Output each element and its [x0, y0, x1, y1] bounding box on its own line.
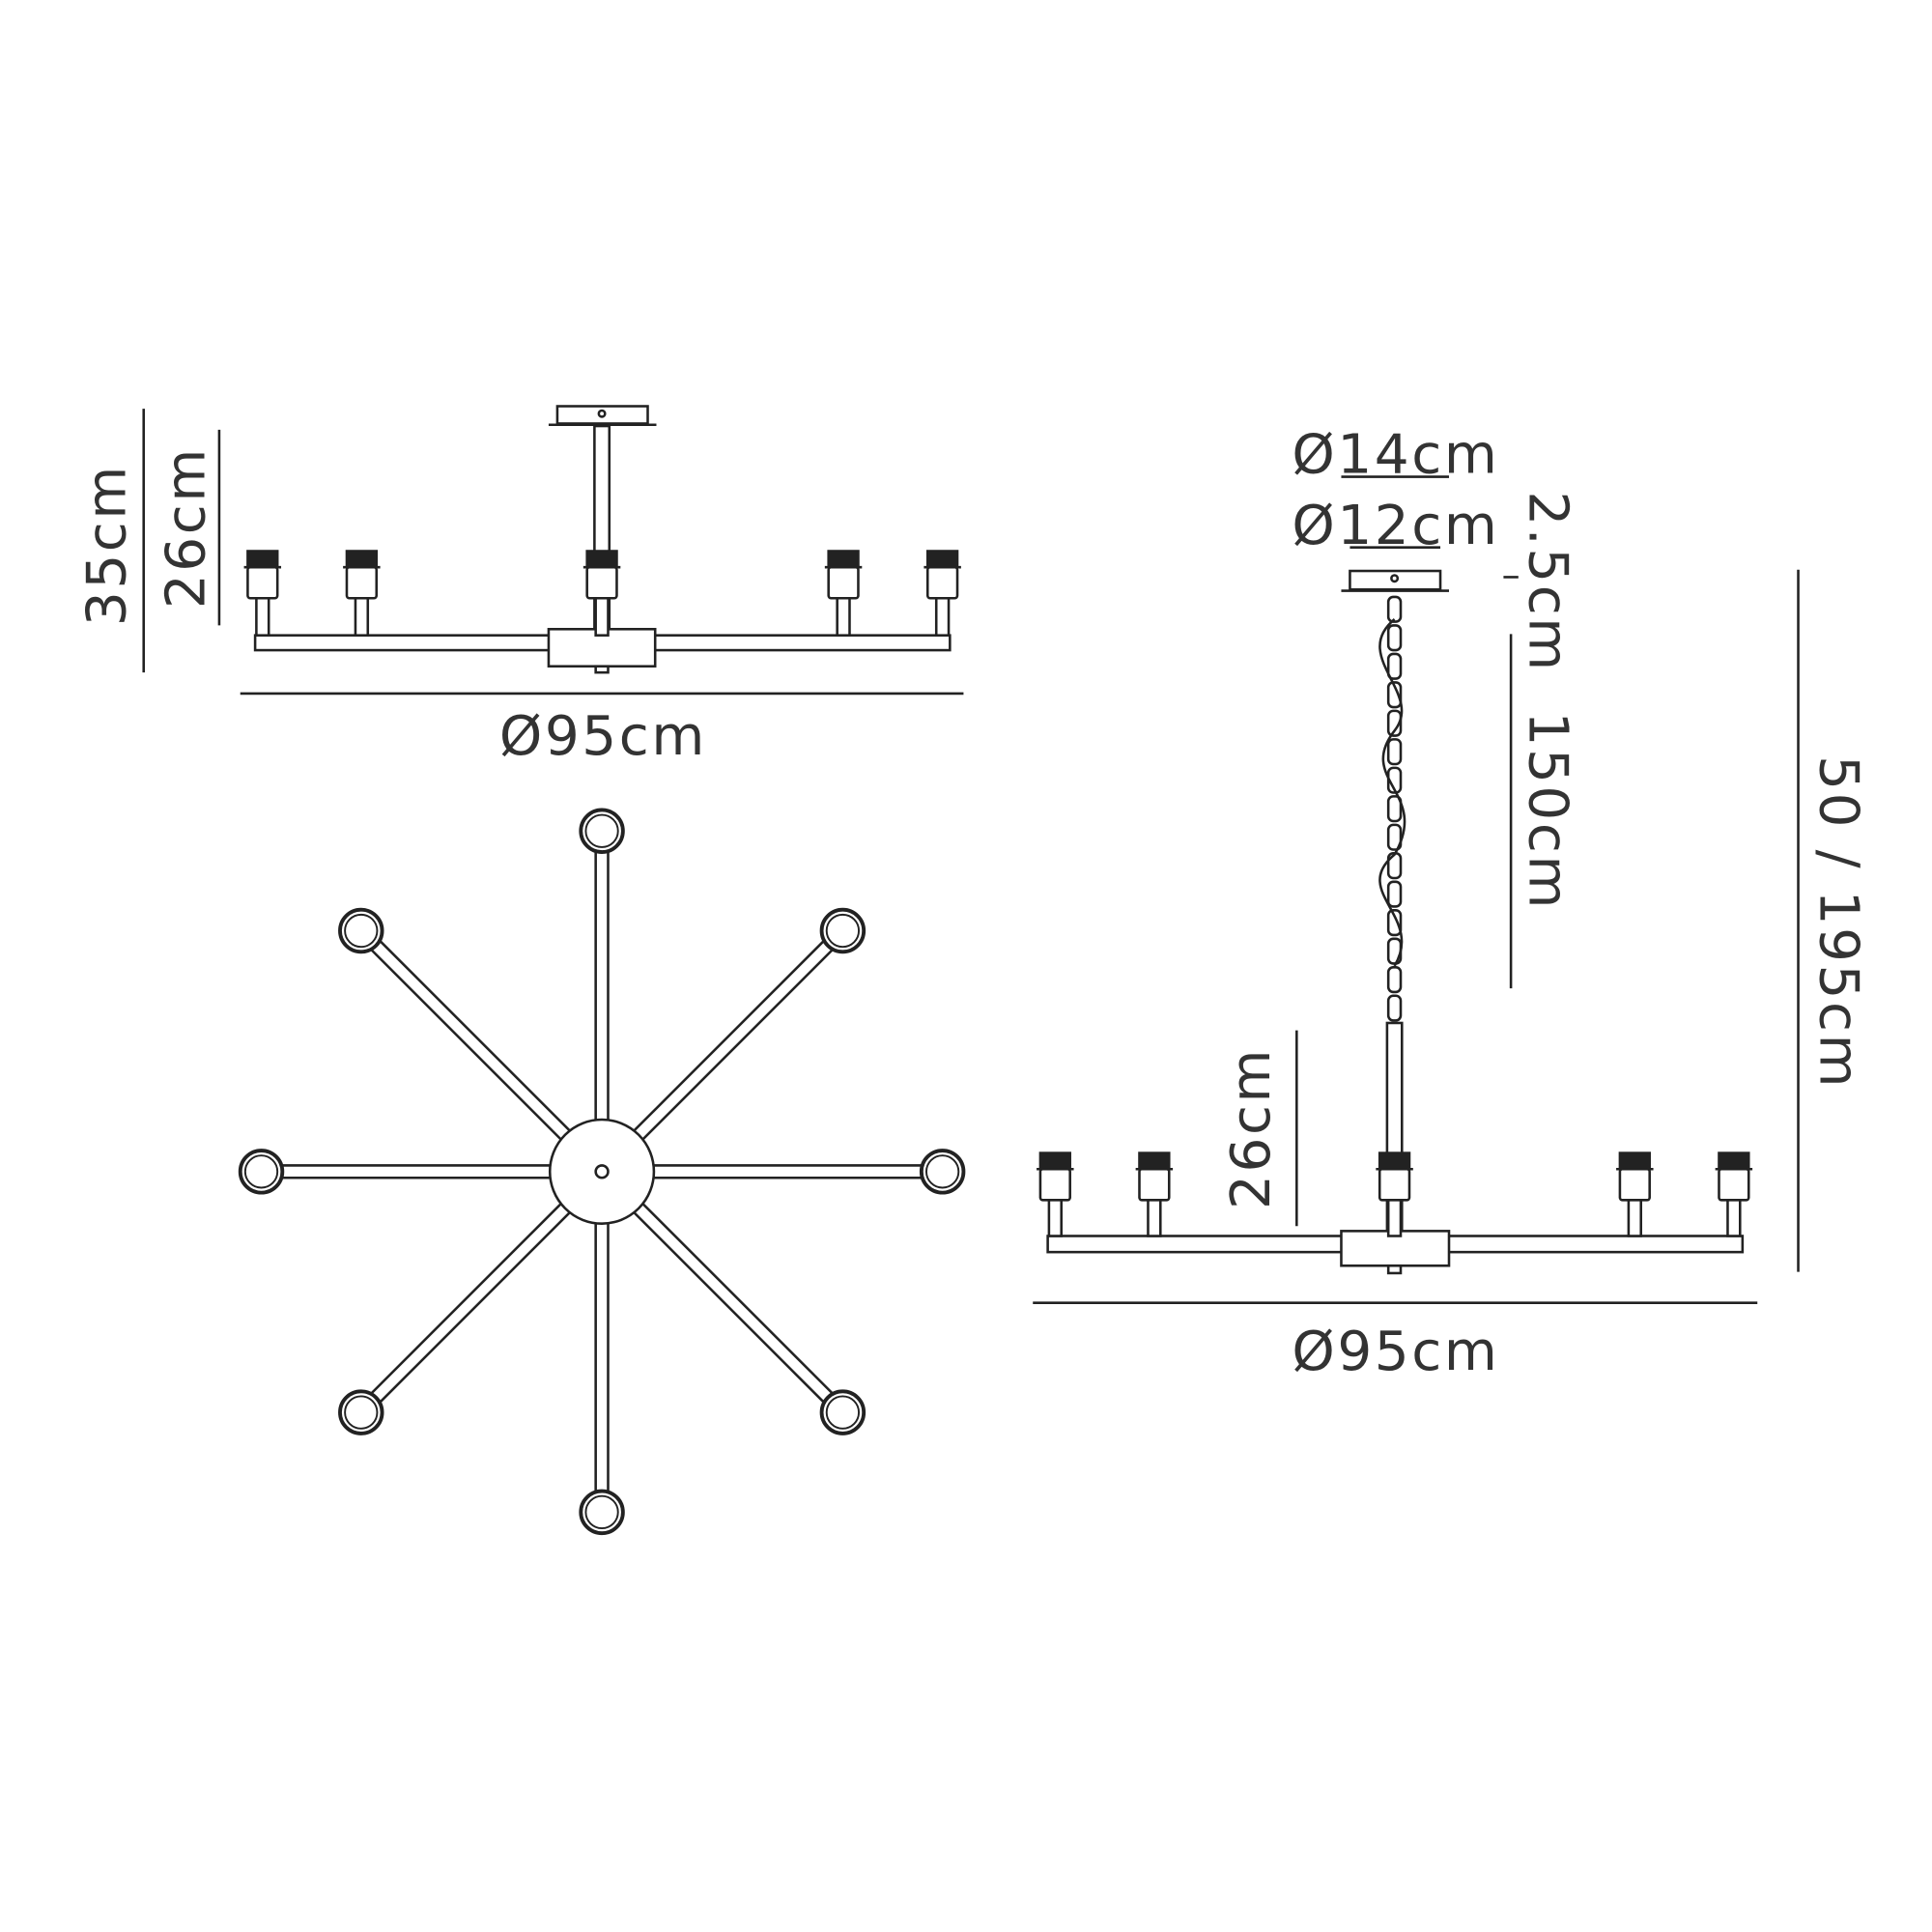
holder-stem	[1627, 1197, 1642, 1237]
lamp-end-inner	[243, 1154, 279, 1189]
top-view	[238, 808, 966, 1536]
holder-stem	[934, 595, 951, 637]
arm	[596, 907, 867, 1178]
lamp-holder	[1616, 1151, 1654, 1237]
holder-body	[345, 565, 379, 600]
chain-link	[1386, 909, 1403, 937]
label-diameter: Ø95cm	[499, 705, 707, 768]
arm	[579, 1171, 625, 1536]
chain-link	[1386, 823, 1403, 851]
holder-cap	[1038, 1151, 1071, 1170]
lamp-end	[338, 1389, 384, 1435]
lamp-end-inner	[825, 913, 861, 949]
lamp-end	[819, 907, 867, 954]
label-canopy-inner-diameter: Ø12cm	[1292, 495, 1499, 557]
holder-body	[1138, 1167, 1171, 1202]
label-body-height: 26cm	[1220, 1047, 1283, 1209]
chain-link	[1386, 880, 1403, 908]
holder-stem	[354, 595, 370, 637]
holder-cap	[1718, 1151, 1750, 1170]
holder-stem	[1386, 1197, 1403, 1237]
holder-cap	[827, 550, 860, 568]
label-diameter: Ø95cm	[1292, 1321, 1499, 1383]
lamp-holder	[923, 550, 961, 637]
label-body-height: 26cm	[156, 446, 218, 609]
lamp-end-inner	[344, 1395, 379, 1430]
lamp-holder	[1715, 1151, 1753, 1237]
lamp-end	[819, 1389, 867, 1435]
chain-link	[1386, 795, 1403, 823]
arm	[338, 1166, 608, 1435]
center-hole	[594, 1164, 610, 1179]
holder-body	[1038, 1167, 1071, 1202]
holder-body	[827, 565, 860, 600]
holder-stem	[836, 595, 851, 637]
lamp-holder	[1135, 1151, 1174, 1237]
lamp-end-inner	[925, 1154, 960, 1189]
cable	[1378, 618, 1406, 967]
holder-body	[585, 565, 618, 600]
chain-link	[1386, 994, 1403, 1022]
lamp-end-inner	[825, 1395, 861, 1430]
holder-cap	[1618, 1151, 1651, 1170]
holder-stem	[1047, 1197, 1063, 1237]
label-total-height: 35cm	[75, 464, 138, 626]
lamp-end	[579, 1489, 625, 1536]
holder-body	[925, 565, 959, 600]
holder-cap	[925, 550, 959, 568]
chain-link	[1386, 652, 1403, 680]
arm	[602, 1149, 966, 1195]
label-overall-height: 50 / 195cm	[1807, 755, 1870, 1090]
lamp-holder	[243, 550, 282, 637]
hub-pin	[1386, 1264, 1403, 1275]
lamp-end	[919, 1149, 966, 1195]
holder-stem	[1726, 1197, 1742, 1237]
plate-screw	[597, 409, 607, 418]
holder-cap	[345, 550, 379, 568]
hub-pin	[594, 665, 610, 674]
holder-cap	[585, 550, 618, 568]
flush-side-view: 35cm 26cm Ø95cm	[75, 405, 964, 768]
lamp-end-inner	[344, 913, 379, 949]
chain-link	[1386, 624, 1403, 652]
holder-cap	[1138, 1151, 1171, 1170]
label-chain-length: 150cm	[1516, 712, 1578, 911]
lamp-end	[579, 808, 625, 854]
lamp-end	[238, 1149, 285, 1195]
lamp-holder	[582, 550, 621, 637]
chain-link	[1386, 966, 1403, 994]
chain-link	[1386, 709, 1403, 737]
lamp-holder	[343, 550, 381, 637]
holder-body	[246, 565, 279, 600]
chain	[1386, 595, 1403, 1022]
ceiling-plate	[555, 405, 649, 425]
arm	[238, 1149, 603, 1195]
holder-body	[1718, 1167, 1750, 1202]
holder-body	[1618, 1167, 1651, 1202]
label-canopy-outer-diameter: Ø14cm	[1292, 424, 1499, 487]
chain-link	[1386, 595, 1403, 623]
lamp-holder	[824, 550, 863, 637]
chain-link	[1386, 738, 1403, 766]
holder-cap	[246, 550, 279, 568]
lamp-holder	[1376, 1151, 1413, 1237]
chain-link	[1386, 681, 1403, 709]
arm	[579, 808, 625, 1172]
holder-stem	[1147, 1197, 1162, 1237]
lamp-end	[338, 907, 384, 954]
lamp-end-inner	[584, 813, 619, 848]
arm	[338, 907, 608, 1178]
label-canopy-height: 2.5cm	[1516, 491, 1578, 672]
holder-body	[1378, 1167, 1411, 1202]
lamp-holder	[1037, 1151, 1074, 1237]
lamp-end-inner	[584, 1494, 619, 1530]
holder-stem	[594, 595, 610, 637]
canopy-screw	[1390, 574, 1400, 583]
holder-stem	[255, 595, 270, 637]
pendant-side-view: Ø14cm Ø12cm 2.5cm 150cm 50 / 195cm 26cm …	[1033, 424, 1870, 1383]
arm	[596, 1166, 867, 1435]
holder-cap	[1378, 1151, 1411, 1170]
